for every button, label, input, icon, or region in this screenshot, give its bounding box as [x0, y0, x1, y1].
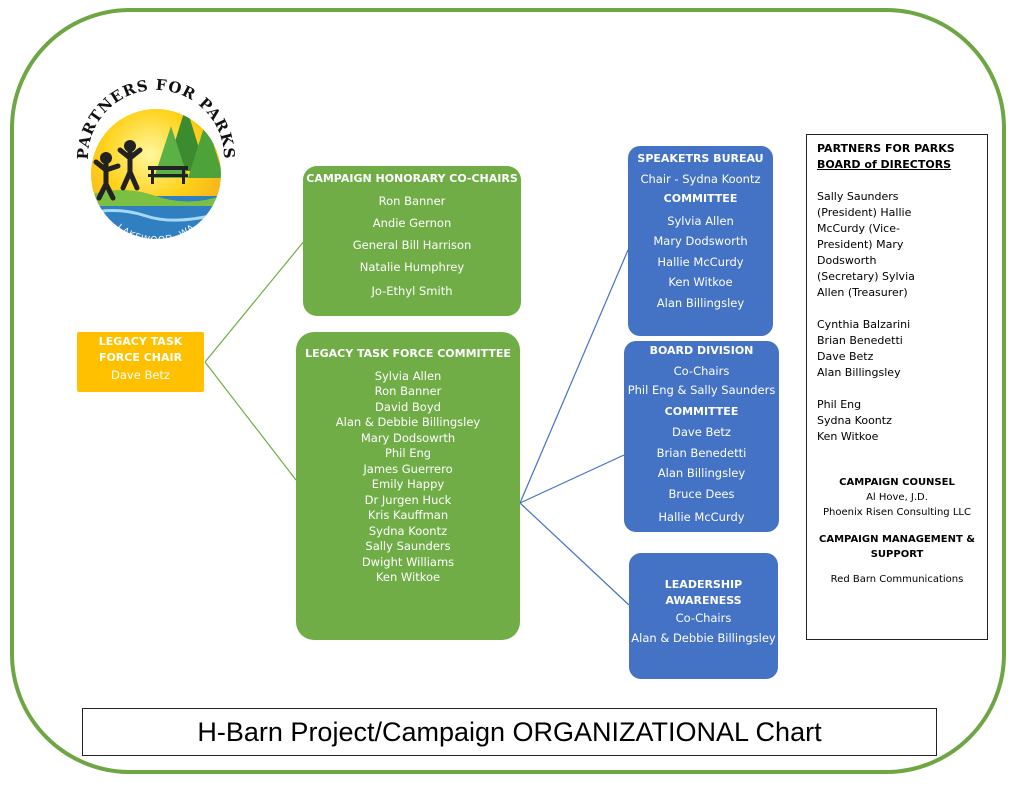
list-item: Hallie McCurdy	[657, 254, 744, 269]
list-item: (President) Hallie	[817, 206, 912, 219]
leadership-cochairs: Alan & Debbie Billingsley	[631, 630, 776, 645]
list-item: Alan & Debbie Billingsley	[335, 415, 481, 429]
leadership-awareness-box: LEADERSHIP AWARENESS Co-Chairs Alan & De…	[629, 553, 778, 679]
leadership-title-line1: LEADERSHIP	[664, 578, 743, 591]
list-item: Sylvia Allen	[374, 368, 442, 383]
list-item: Ken Witkoe	[817, 430, 879, 443]
list-item: Dave Betz	[817, 350, 874, 363]
board-title-line2: BOARD of DIRECTORS	[817, 158, 952, 171]
board-of-directors-panel: PARTNERS FOR PARKS BOARD of DIRECTORS Sa…	[806, 134, 988, 640]
page-title: H-Barn Project/Campaign ORGANIZATIONAL C…	[82, 708, 937, 756]
list-item: Brian Benedetti	[817, 334, 903, 347]
chair-title-line1: LEGACY TASK	[98, 335, 183, 348]
connector-chair-committee	[204, 361, 297, 481]
leadership-cochairs-label: Co-Chairs	[675, 611, 732, 625]
list-item: Andie Gernon	[372, 215, 452, 230]
list-item: Sydna Koontz	[368, 523, 448, 538]
list-item: McCurdy (Vice-	[817, 222, 900, 235]
list-item: Ron Banner	[374, 384, 442, 398]
list-item: Dodsworth	[817, 254, 877, 267]
management-name: Red Barn Communications	[830, 574, 964, 585]
page-frame	[10, 8, 1006, 774]
list-item: Phil Eng	[384, 446, 432, 460]
partners-for-parks-logo: PARTNERS FOR PARKS LAKEWOOD, WA	[66, 66, 246, 246]
list-item: Jo-Ethyl Smith	[371, 283, 453, 298]
list-item: Phil Eng	[817, 398, 862, 411]
list-item: Mary Dodsowrth	[360, 430, 456, 445]
list-item: Ken Witkoe	[668, 275, 733, 289]
connector-committee-speakers	[519, 249, 629, 504]
list-item: Allen (Treasurer)	[817, 286, 908, 299]
list-item: Natalie Humphrey	[359, 259, 465, 274]
speakers-chair: Chair - Sydna Koontz	[640, 171, 761, 186]
list-item: General Bill Harrison	[352, 237, 472, 252]
management-title-line2: SUPPORT	[870, 549, 924, 560]
list-item: (Secretary) Sylvia	[817, 270, 915, 283]
connector-committee-board	[519, 454, 625, 504]
list-item: Hallie McCurdy	[658, 510, 745, 524]
speakers-committee-label: COMMITTEE	[663, 192, 738, 205]
connector-chair-honorary	[204, 239, 306, 363]
chair-title-line2: FORCE CHAIR	[98, 350, 183, 364]
management-title-line1: CAMPAIGN MANAGEMENT &	[819, 534, 975, 545]
leadership-title-line2: AWARENESS	[665, 593, 742, 607]
board-division-box: BOARD DIVISION Co-Chairs Phil Eng & Sall…	[624, 341, 779, 532]
legacy-task-force-chair-box: LEGACY TASK FORCE CHAIR Dave Betz	[77, 332, 204, 392]
list-item: Dave Betz	[672, 425, 731, 439]
list-item: Alan Billingsley	[817, 366, 901, 379]
list-item: Ron Banner	[378, 193, 446, 208]
board-division-title: BOARD DIVISION	[649, 344, 754, 357]
speakers-bureau-box: SPEAKETRS BUREAU Chair - Sydna Koontz CO…	[628, 146, 773, 336]
board-division-committee-label: COMMITTEE	[664, 404, 739, 418]
counsel-title: CAMPAIGN COUNSEL	[839, 477, 955, 488]
chair-name: Dave Betz	[111, 368, 170, 382]
board-division-cochairs-label: Co-Chairs	[673, 363, 730, 378]
list-item: Sally Saunders	[365, 539, 451, 553]
list-item: Emily Happy	[371, 477, 445, 491]
list-item: James Guerrero	[363, 461, 453, 476]
list-item: Dr Jurgen Huck	[364, 492, 452, 507]
speakers-title: SPEAKETRS BUREAU	[637, 152, 764, 165]
counsel-name: Al Hove, J.D.	[866, 492, 928, 503]
list-item: Cynthia Balzarini	[817, 318, 911, 331]
counsel-firm: Phoenix Risen Consulting LLC	[823, 507, 971, 518]
list-item: Mary Dodsworth	[653, 234, 748, 248]
list-item: David Boyd	[375, 399, 441, 414]
board-division-cochairs: Phil Eng & Sally Saunders	[627, 383, 776, 397]
honorary-title: CAMPAIGN HONORARY CO-CHAIRS	[306, 172, 518, 185]
list-item: Sylvia Allen	[667, 213, 734, 228]
connector-committee-leadership	[519, 502, 630, 606]
list-item: Kris Kauffman	[367, 508, 449, 522]
board-title-line1: PARTNERS FOR PARKS	[817, 142, 955, 155]
list-item: Bruce Dees	[668, 486, 735, 501]
legacy-task-force-committee-box: LEGACY TASK FORCE COMMITTEE Sylvia Allen…	[296, 332, 520, 640]
honorary-co-chairs-box: CAMPAIGN HONORARY CO-CHAIRS Ron Banner A…	[303, 166, 521, 316]
list-item: Ken Witkoe	[375, 570, 441, 584]
list-item: Sally Saunders	[817, 190, 899, 203]
list-item: Brian Benedetti	[656, 445, 747, 460]
committee-title: LEGACY TASK FORCE COMMITTEE	[305, 347, 511, 360]
list-item: Dwight Williams	[361, 554, 455, 569]
list-item: President) Mary	[817, 238, 904, 251]
list-item: Alan Billingsley	[656, 295, 745, 310]
list-item: Alan Billingsley	[657, 466, 746, 480]
list-item: Sydna Koontz	[817, 414, 892, 427]
